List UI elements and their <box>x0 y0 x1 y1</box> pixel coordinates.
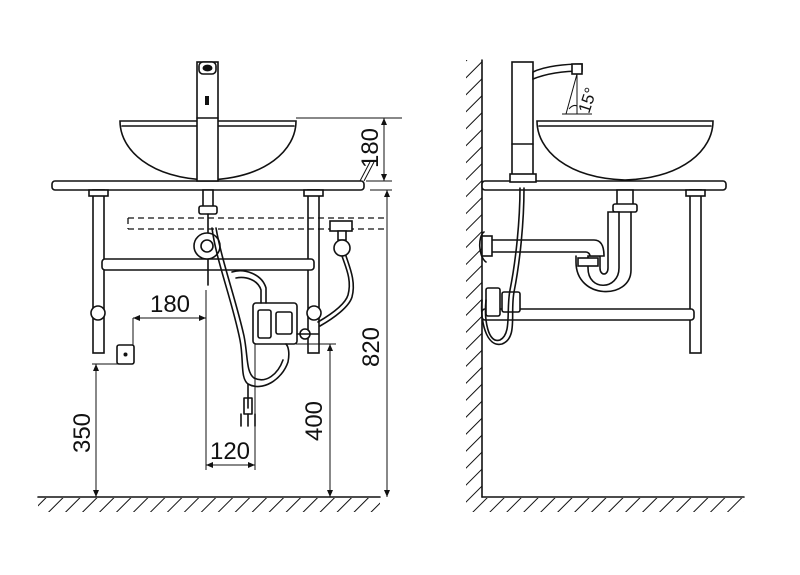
front-sensor-box <box>116 344 135 365</box>
side-leg <box>685 189 706 354</box>
front-view: 180 820 180 350 120 <box>37 61 402 512</box>
front-floor <box>37 496 381 512</box>
dim-faucet-to-box: 120 <box>205 322 256 470</box>
front-angle-valve <box>317 220 355 327</box>
side-floor <box>466 496 745 512</box>
spout-angle-label: 15° <box>575 85 601 115</box>
side-basin-bowl <box>536 120 714 181</box>
dim-control-box-height-label: 400 <box>301 401 328 441</box>
dim-faucet-to-box-label: 120 <box>210 438 250 465</box>
front-legs <box>88 189 324 354</box>
side-control-box <box>485 287 521 317</box>
dim-sensor-height: 350 <box>69 363 120 497</box>
dim-sensor-height-label: 350 <box>69 413 96 453</box>
dim-bowl-height: 180 <box>296 117 402 182</box>
dim-sensor-offset-label: 180 <box>150 291 190 318</box>
front-countertop <box>51 180 365 191</box>
side-spout-angle: 15° <box>562 73 601 115</box>
side-countertop <box>481 180 727 191</box>
front-sensor-faucet <box>196 61 219 182</box>
dim-control-box-height: 400 <box>296 343 336 497</box>
dim-bowl-height-label: 180 <box>357 128 384 168</box>
side-wall <box>466 59 483 498</box>
dim-sensor-offset: 180 <box>132 290 207 345</box>
dim-counter-height: 820 <box>358 189 392 497</box>
front-control-box <box>252 302 319 345</box>
side-sensor-faucet <box>509 61 583 183</box>
side-view: 15° <box>466 59 745 512</box>
dim-counter-height-label: 820 <box>358 327 385 367</box>
front-sensor-cable <box>211 227 290 388</box>
side-sensor-cable <box>484 187 521 342</box>
side-p-trap <box>481 189 638 293</box>
